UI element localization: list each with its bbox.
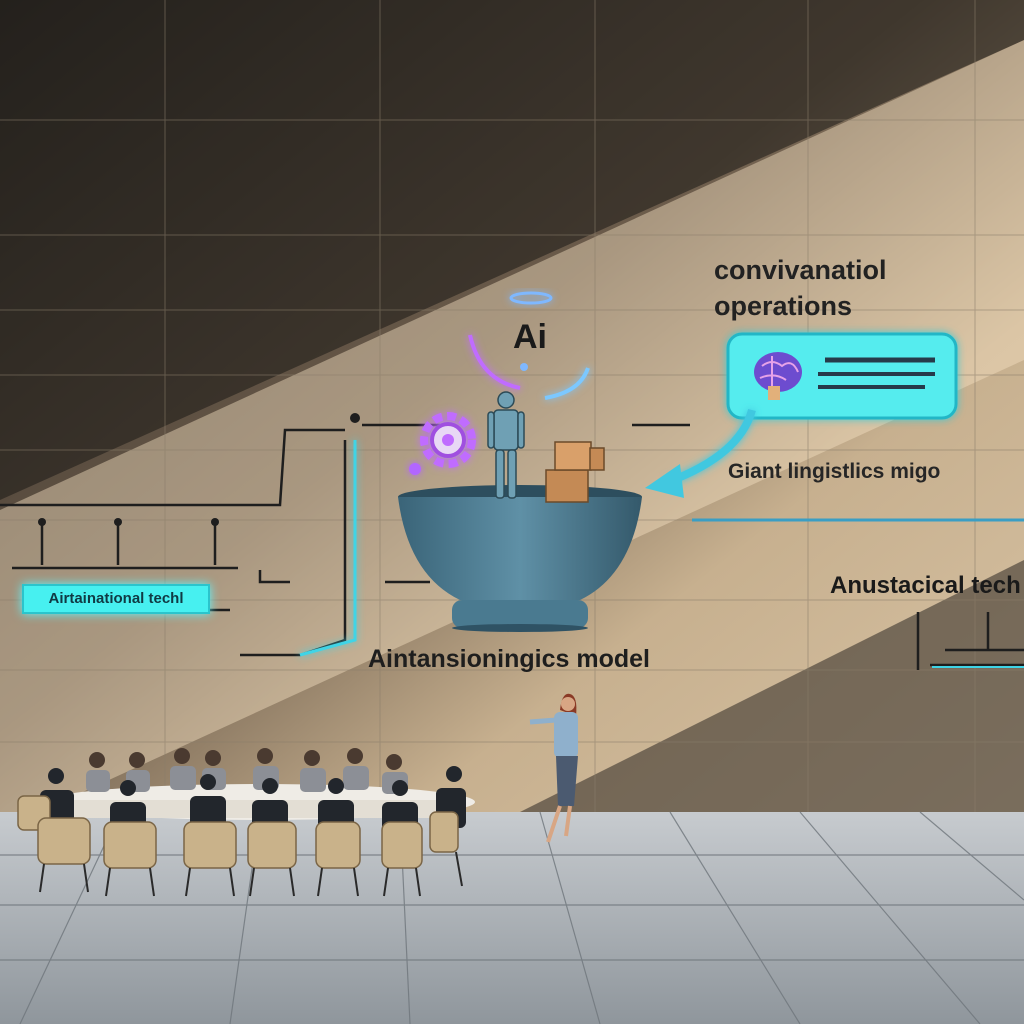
robot-figure bbox=[487, 391, 525, 499]
cargo-boxes bbox=[545, 441, 605, 503]
heading-line-1: convivanatiol bbox=[714, 255, 887, 285]
seated-attendees-back bbox=[86, 748, 408, 794]
heading-conversational-operations: convivanatiol operations bbox=[714, 252, 887, 324]
gear-icon bbox=[420, 412, 476, 468]
circuit-node bbox=[114, 518, 122, 526]
orbit-arc-left bbox=[468, 334, 521, 390]
neon-line-vertical bbox=[299, 440, 357, 657]
circuit-node bbox=[350, 413, 360, 423]
circuit-node bbox=[38, 518, 46, 526]
orbit-arc-right bbox=[544, 367, 590, 400]
giant-linguistics-label: Giant lingistlics migo bbox=[728, 460, 941, 483]
orbit-dot bbox=[409, 463, 421, 475]
halo-ring bbox=[509, 291, 553, 305]
model-label: Aintansioningics model bbox=[368, 645, 650, 673]
left-tech-tag: Airtainational techl bbox=[22, 584, 210, 614]
right-tech-label: Anustacical tech bbox=[830, 572, 1021, 599]
circuit-node bbox=[211, 518, 219, 526]
heading-line-2: operations bbox=[714, 291, 853, 321]
ai-label: Ai bbox=[513, 318, 547, 356]
arrow-icon bbox=[645, 408, 756, 498]
wall-shadow-right bbox=[520, 560, 1024, 812]
seated-attendees-front bbox=[17, 766, 466, 897]
brain-icon bbox=[754, 352, 802, 400]
presenter bbox=[529, 693, 578, 843]
orbit-dot bbox=[520, 363, 528, 371]
floor-tiles bbox=[0, 811, 1024, 1024]
circuit-lines-right bbox=[632, 423, 1024, 670]
